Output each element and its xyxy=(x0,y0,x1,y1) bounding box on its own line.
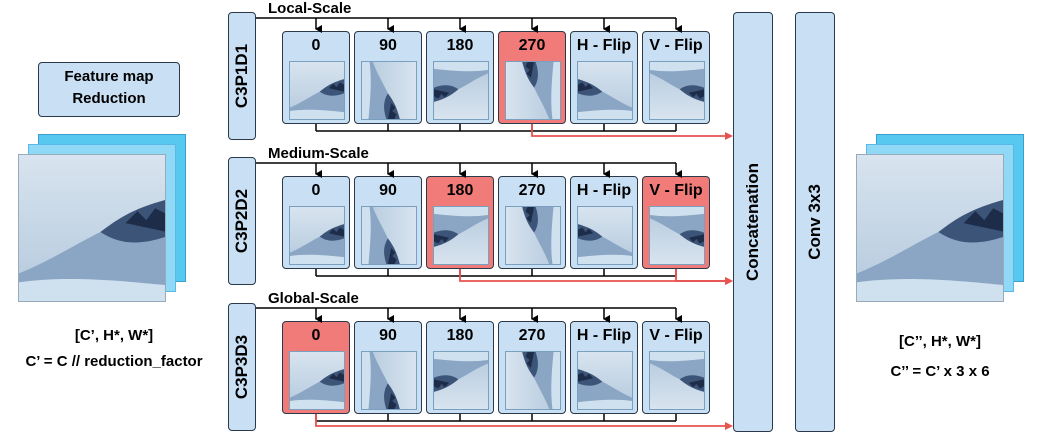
view-label: 270 xyxy=(518,327,546,344)
view-thumbnail xyxy=(433,351,489,410)
view-tile: 0 xyxy=(282,176,350,269)
view-label: 0 xyxy=(311,37,321,54)
view-thumbnail xyxy=(649,61,705,120)
view-thumbnail xyxy=(649,206,705,265)
scale-label: Local-Scale xyxy=(268,0,352,17)
view-thumbnail xyxy=(289,61,345,120)
view-label: 270 xyxy=(518,182,546,199)
conv3x3-box: Conv 3x3 xyxy=(795,12,835,432)
concatenation-box: Concatenation xyxy=(733,12,773,432)
input-shape-formula: C’ = C // reduction_factor xyxy=(25,353,203,370)
view-thumbnail xyxy=(361,351,417,410)
view-label: 90 xyxy=(379,37,397,54)
view-tile: H - Flip xyxy=(570,176,638,269)
scale-label: Medium-Scale xyxy=(268,145,369,162)
view-thumbnail xyxy=(505,206,561,265)
view-thumbnail xyxy=(577,206,633,265)
scale-label: Global-Scale xyxy=(268,290,359,307)
view-thumbnail xyxy=(361,206,417,265)
view-tile: 90 xyxy=(354,321,422,414)
output-shape-formula: C’’ = C’ x 3 x 6 xyxy=(890,363,990,380)
selected-view-arrow xyxy=(459,269,733,285)
view-tile: 90 xyxy=(354,176,422,269)
view-label: 0 xyxy=(311,182,321,199)
view-label: H - Flip xyxy=(576,37,632,54)
reduction-label-line2: Reduction xyxy=(72,90,146,107)
view-label: H - Flip xyxy=(576,327,632,344)
view-thumbnail xyxy=(289,351,345,410)
view-tile: 180 xyxy=(426,321,494,414)
selected-view-arrow xyxy=(531,124,733,140)
block-c3p1d1: C3P1D1 xyxy=(228,12,256,140)
view-label: V - Flip xyxy=(649,327,703,344)
view-tile: 90 xyxy=(354,31,422,124)
view-tile: H - Flip xyxy=(570,31,638,124)
view-label: H - Flip xyxy=(576,182,632,199)
selected-view-arrow xyxy=(315,414,733,430)
view-tile: 270 xyxy=(498,321,566,414)
output-feature-map xyxy=(856,154,1004,302)
view-label: 270 xyxy=(518,37,546,54)
view-thumbnail xyxy=(289,206,345,265)
view-label: 90 xyxy=(379,182,397,199)
view-tile: 0 xyxy=(282,31,350,124)
selected-view-arrow xyxy=(675,269,733,285)
input-shape: [C’, H*, W*] xyxy=(74,327,154,344)
input-feature-map xyxy=(18,154,166,302)
reduction-label-line1: Feature map xyxy=(64,68,154,85)
view-label: 180 xyxy=(446,37,474,54)
view-tile: V - Flip xyxy=(642,176,710,269)
view-tile: 270 xyxy=(498,176,566,269)
view-label: V - Flip xyxy=(649,182,703,199)
view-tile: 180 xyxy=(426,31,494,124)
view-label: 90 xyxy=(379,327,397,344)
view-tile: V - Flip xyxy=(642,321,710,414)
view-label: 0 xyxy=(311,327,321,344)
view-label: 180 xyxy=(446,182,474,199)
view-tile: 270 xyxy=(498,31,566,124)
block-c3p2d2: C3P2D2 xyxy=(228,157,256,285)
view-thumbnail xyxy=(433,61,489,120)
view-thumbnail xyxy=(433,206,489,265)
view-thumbnail xyxy=(577,61,633,120)
view-thumbnail xyxy=(649,351,705,410)
feature-map-reduction-box: Feature map Reduction xyxy=(38,62,180,117)
block-c3p3d3: C3P3D3 xyxy=(228,303,256,431)
view-thumbnail xyxy=(505,351,561,410)
view-tile: 180 xyxy=(426,176,494,269)
view-label: V - Flip xyxy=(649,37,703,54)
view-thumbnail xyxy=(577,351,633,410)
view-label: 180 xyxy=(446,327,474,344)
view-thumbnail xyxy=(361,61,417,120)
output-shape: [C’’, H*, W*] xyxy=(899,333,981,350)
view-thumbnail xyxy=(505,61,561,120)
